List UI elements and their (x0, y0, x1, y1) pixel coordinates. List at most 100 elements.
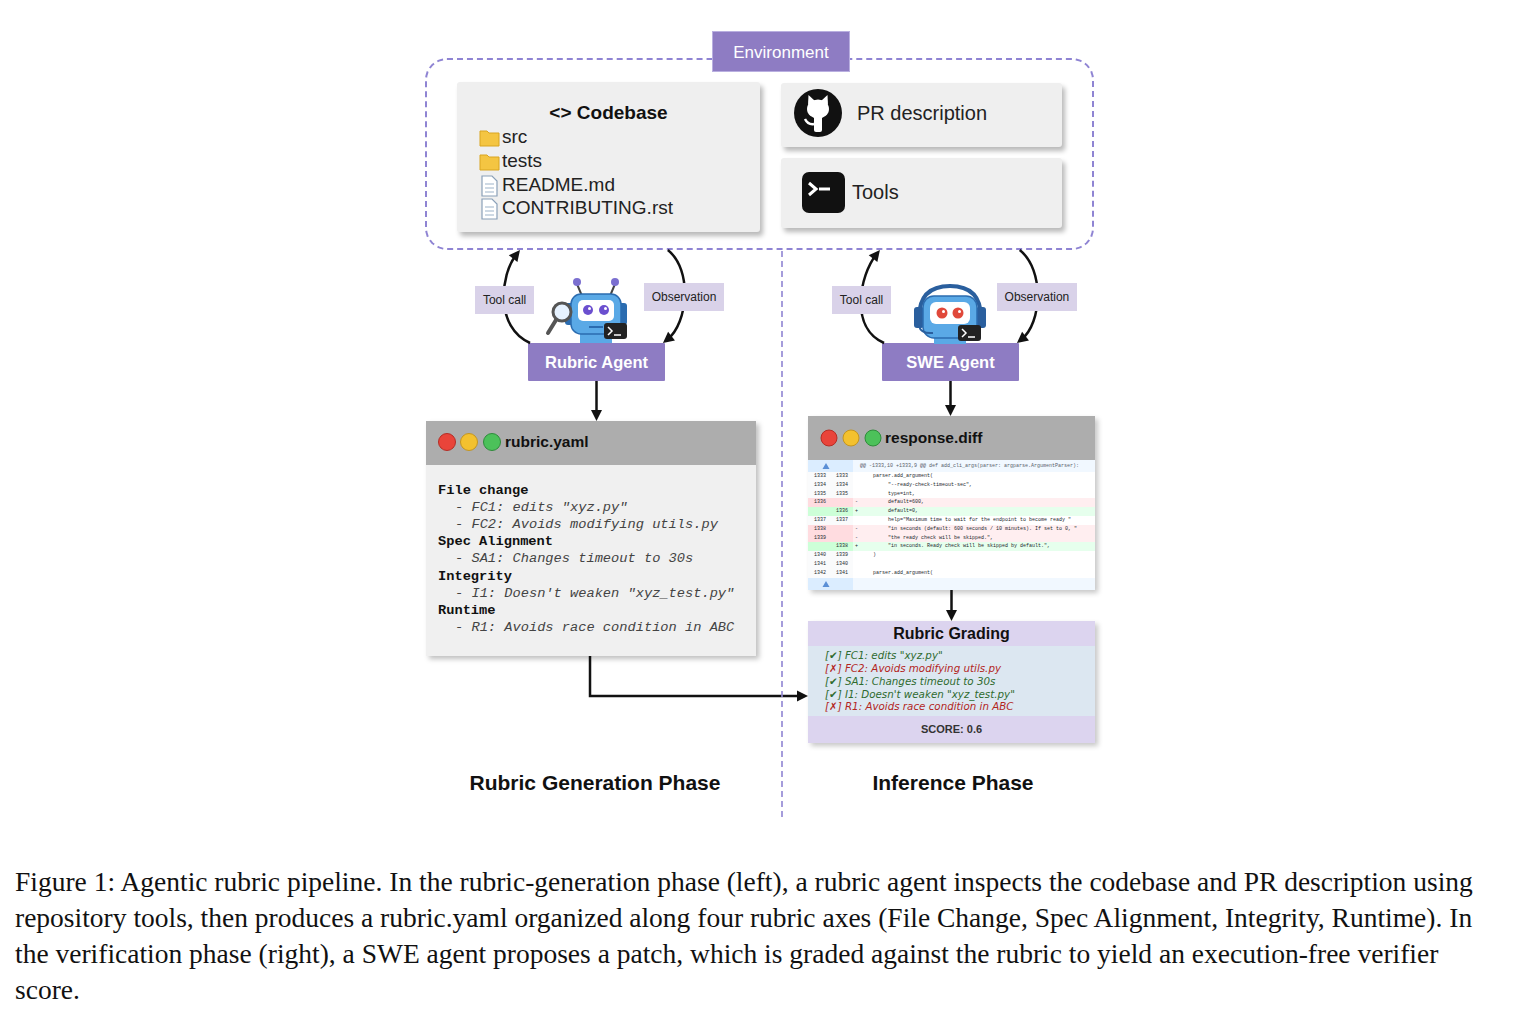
diff-cell: parser.add_argument( (873, 569, 933, 578)
environment-frame: <> CodebasesrctestsREADME.mdCONTRIBUTING… (425, 58, 1094, 250)
arrow-head (1017, 332, 1029, 343)
figure-caption: Figure 1: Agentic rubric pipeline. In th… (15, 864, 1510, 1008)
diff-cell: 1337 (836, 516, 848, 525)
diff-cell: 1340 (814, 551, 826, 560)
diff-cell: help="Maximum time to wait for the endpo… (888, 516, 1071, 525)
diff-cell: "the ready check will be skipped.", (888, 534, 993, 543)
diff-cell: 1334 (814, 481, 826, 490)
rubric-robot (548, 278, 627, 343)
rubric-robot-part (578, 300, 614, 321)
rubric-robot-part (580, 332, 612, 343)
connector (591, 381, 602, 421)
connector-line (590, 656, 802, 696)
diff-cell: 1341 (836, 569, 848, 578)
swe-robot-part (958, 310, 961, 313)
diff-cell: - (855, 498, 858, 507)
rubric-item: - FC2: Avoids modifying utils.py (455, 517, 718, 533)
rubric-item: - I1: Doesn't weaken "xyz_test.py" (455, 586, 734, 602)
diff-cell: ) (873, 551, 876, 560)
swe-robot-part (923, 296, 977, 338)
diff-cell: - (855, 525, 858, 534)
rubric-robot-part (608, 327, 612, 335)
agent-name: SWE Agent (882, 343, 1019, 381)
box-label: PR description (857, 101, 987, 125)
edge-label: Observation (997, 283, 1078, 311)
diff-row-band (808, 560, 1095, 569)
swe-robot (914, 286, 986, 344)
swe-robot-part (914, 307, 924, 328)
diff-gutter (808, 460, 853, 472)
diff-cell: type=int, (888, 490, 915, 499)
arrow-head (797, 691, 808, 702)
diff-cell: 1339 (814, 534, 826, 543)
phase-divider-part (781, 251, 783, 820)
diff-hunk-header: @@ -1333,10 +1333,9 @@ def add_cli_args(… (860, 460, 1079, 472)
arrow-head (946, 610, 957, 621)
diff-cell: default=0, (888, 507, 918, 516)
swe-robot-part (968, 336, 975, 338)
agent-box: Rubric Agent (528, 343, 665, 381)
rubric-item: - SA1: Changes timeout to 30s (455, 551, 693, 567)
box-label: Tools (852, 180, 899, 204)
connector-line (595, 381, 598, 415)
diff-cell: 1341 (814, 560, 826, 569)
grading-item: [✔] I1: Doesn't weaken "xyz_test.py" (825, 688, 1015, 700)
swe-robot-part (919, 326, 933, 333)
file-name: README.md (502, 174, 615, 196)
diff-row-band (808, 472, 1095, 481)
diff-cell: 1339 (836, 551, 848, 560)
diff-cell: 1335 (836, 490, 848, 499)
rubric-robot-part (548, 320, 556, 333)
edge-label: Observation (644, 283, 725, 311)
rubric-robot-part (553, 303, 571, 321)
swe-robot-part (976, 307, 986, 328)
diff-cell: 1338 (814, 525, 826, 534)
rubric-robot-part (589, 326, 603, 328)
diff-cell: 1335 (814, 490, 826, 499)
diff-cell: "in seconds. Ready check will be skipped… (888, 542, 1050, 551)
agent-box: SWE Agent (882, 343, 1019, 381)
diff-cell: 1333 (814, 472, 826, 481)
diff-cell: parser.add_argument( (873, 472, 933, 481)
rubric-axis: Runtime (438, 603, 496, 619)
arrow-head (663, 332, 675, 343)
rubric-robot-part (611, 278, 619, 286)
box-heading: <> Codebase (457, 101, 760, 125)
codebase-box: <> CodebasesrctestsREADME.mdCONTRIBUTING… (457, 82, 760, 232)
score-value: SCORE: 0.6 (808, 716, 1095, 743)
rubric-robot-part (599, 305, 609, 315)
diff-cell: 1338 (836, 542, 848, 551)
rubric-axis: Spec Alignment (438, 534, 553, 550)
swe-robot-part (937, 308, 948, 319)
rubric-robot-part (588, 307, 591, 310)
diff-cell: 1333 (836, 472, 848, 481)
rubric-grading-panel: Rubric Grading[✔] FC1: edits "xyz.py"[✗]… (808, 621, 1095, 743)
diff-window: response.diff@@ -1333,10 +1333,9 @@ def … (808, 416, 1095, 590)
rubric-robot-part (571, 294, 621, 334)
diff-cell: 1342 (814, 569, 826, 578)
rubric-axis: File change (438, 483, 528, 499)
diff-cell: 1336 (814, 498, 826, 507)
phase-divider (782, 251, 783, 820)
arrow-head (509, 250, 520, 262)
rubric-robot-part (618, 303, 627, 325)
diff-row-band (808, 551, 1095, 560)
rubric-robot-part (610, 284, 615, 296)
tools-box: Tools (781, 158, 1062, 228)
diff-row-band (808, 507, 1095, 516)
file-name: CONTRIBUTING.rst (502, 197, 673, 219)
rubric-robot-part (583, 305, 593, 315)
rubric-axis: Integrity (438, 569, 512, 585)
rubric-item: - R1: Avoids race condition in ABC (455, 620, 734, 636)
rubric-robot-part (604, 307, 607, 310)
environment-tab: Environment (712, 31, 850, 72)
diff-cell: 1340 (836, 560, 848, 569)
connector (946, 590, 957, 621)
edge-label: Tool call (475, 286, 534, 314)
arrow-head (591, 410, 602, 421)
diff-cell: 1337 (814, 516, 826, 525)
folder-name: tests (502, 150, 542, 172)
agent-name: Rubric Agent (528, 343, 665, 381)
panel-heading: Rubric Grading (808, 621, 1095, 646)
